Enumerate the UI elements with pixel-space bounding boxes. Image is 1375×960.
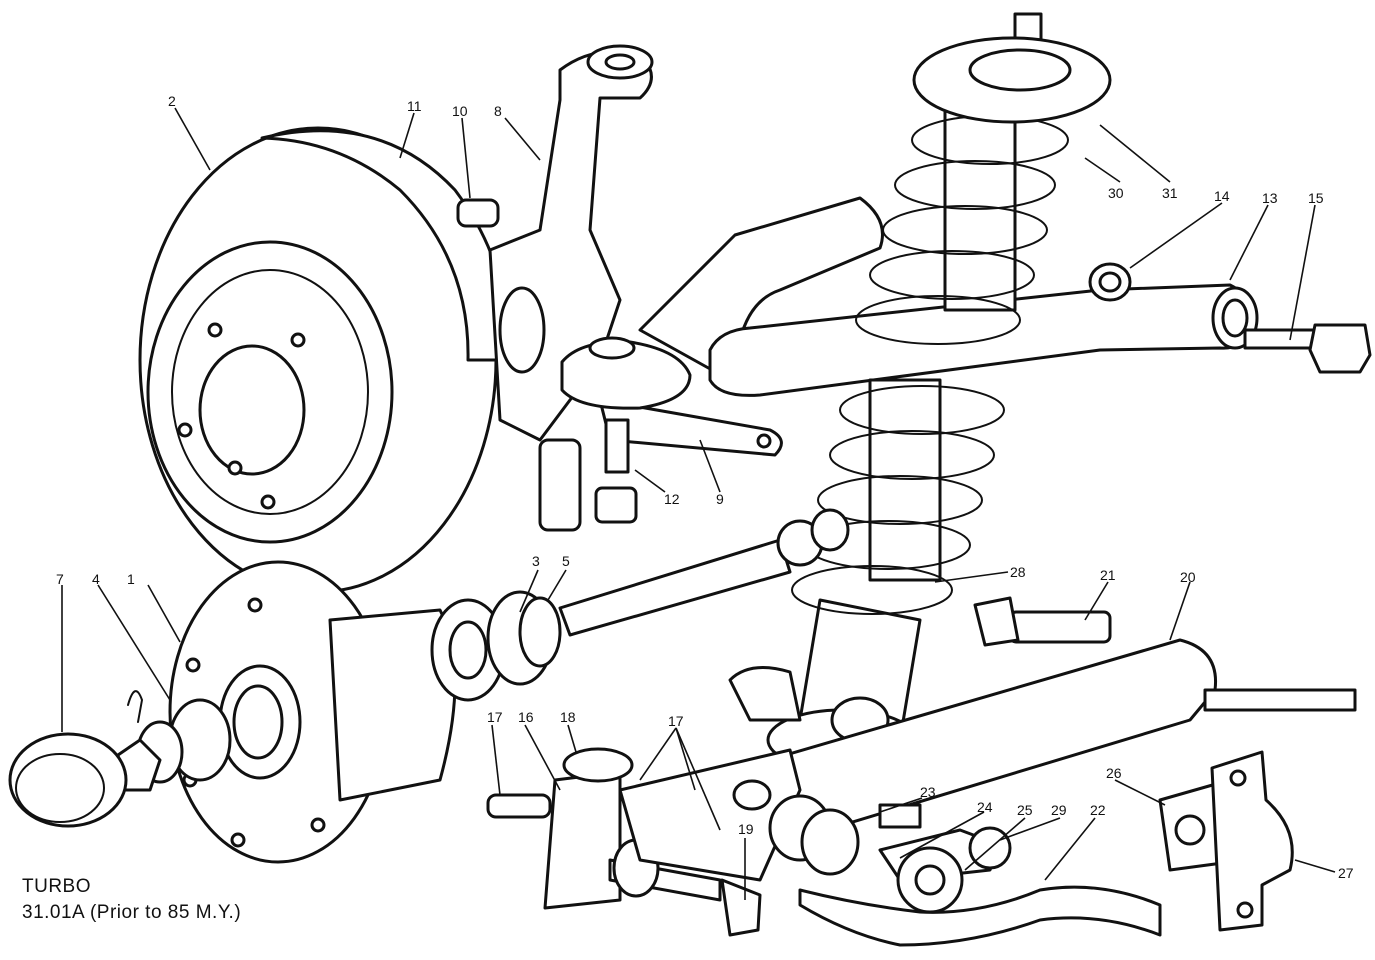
callout-15: 15 (1308, 190, 1324, 206)
upper-wishbone-bush (1088, 262, 1132, 302)
callout-7: 7 (56, 571, 64, 587)
leader-lines (61, 107, 1336, 900)
callout-17-right: 17 (668, 713, 684, 729)
lower-ball-joint-housing (543, 747, 634, 910)
callout-3: 3 (532, 553, 540, 569)
steering-knuckle (488, 44, 654, 442)
lower-ball-joint-pin (486, 793, 552, 819)
caliper-stud (456, 198, 500, 228)
outer-bearing (116, 698, 232, 792)
brake-disc (138, 126, 498, 594)
spring-seat (912, 36, 1112, 124)
callout-5: 5 (562, 553, 570, 569)
callout-8: 8 (494, 103, 502, 119)
callout-29: 29 (1051, 802, 1067, 818)
anti-roll-bar (798, 885, 1162, 947)
callout-4: 4 (92, 571, 100, 587)
callout-11: 11 (407, 98, 422, 114)
callout-27: 27 (1338, 865, 1354, 881)
callout-labels: 2 11 10 8 30 31 14 13 15 12 9 3 5 28 21 … (56, 93, 1354, 881)
caption-model: TURBO (22, 876, 91, 897)
callout-23: 23 (920, 784, 936, 800)
callout-22: 22 (1090, 802, 1106, 818)
callout-19: 19 (738, 821, 754, 837)
lower-wishbone-bolt (973, 596, 1112, 647)
callout-2: 2 (168, 93, 176, 109)
callout-18: 18 (560, 709, 576, 725)
steering-arm (598, 398, 783, 457)
callout-14: 14 (1214, 188, 1230, 204)
callout-21: 21 (1100, 567, 1116, 583)
callout-16: 16 (518, 709, 534, 725)
upper-wishbone-bolt (1243, 323, 1372, 374)
callout-9: 9 (716, 491, 724, 507)
callout-12: 12 (664, 491, 680, 507)
callout-24: 24 (977, 799, 993, 815)
damper (766, 12, 1043, 772)
ball-joint (538, 336, 692, 532)
callout-25: 25 (1017, 802, 1033, 818)
callout-28: 28 (1010, 564, 1026, 580)
hub-bearing (430, 590, 562, 702)
anti-roll-bar-clamp (1210, 750, 1294, 932)
callout-26: 26 (1106, 765, 1122, 781)
callout-20: 20 (1180, 569, 1196, 585)
tie-rod (558, 508, 850, 637)
split-pin (127, 690, 144, 723)
hub-cap (8, 732, 128, 828)
callout-17-left: 17 (487, 709, 503, 725)
callout-30: 30 (1108, 185, 1124, 201)
callout-10: 10 (452, 103, 468, 119)
caption-reference: 31.01A (Prior to 85 M.Y.) (22, 902, 242, 923)
coil-spring (791, 115, 1069, 615)
callout-31: 31 (1162, 185, 1178, 201)
callout-1: 1 (127, 571, 135, 587)
callout-13: 13 (1262, 190, 1278, 206)
